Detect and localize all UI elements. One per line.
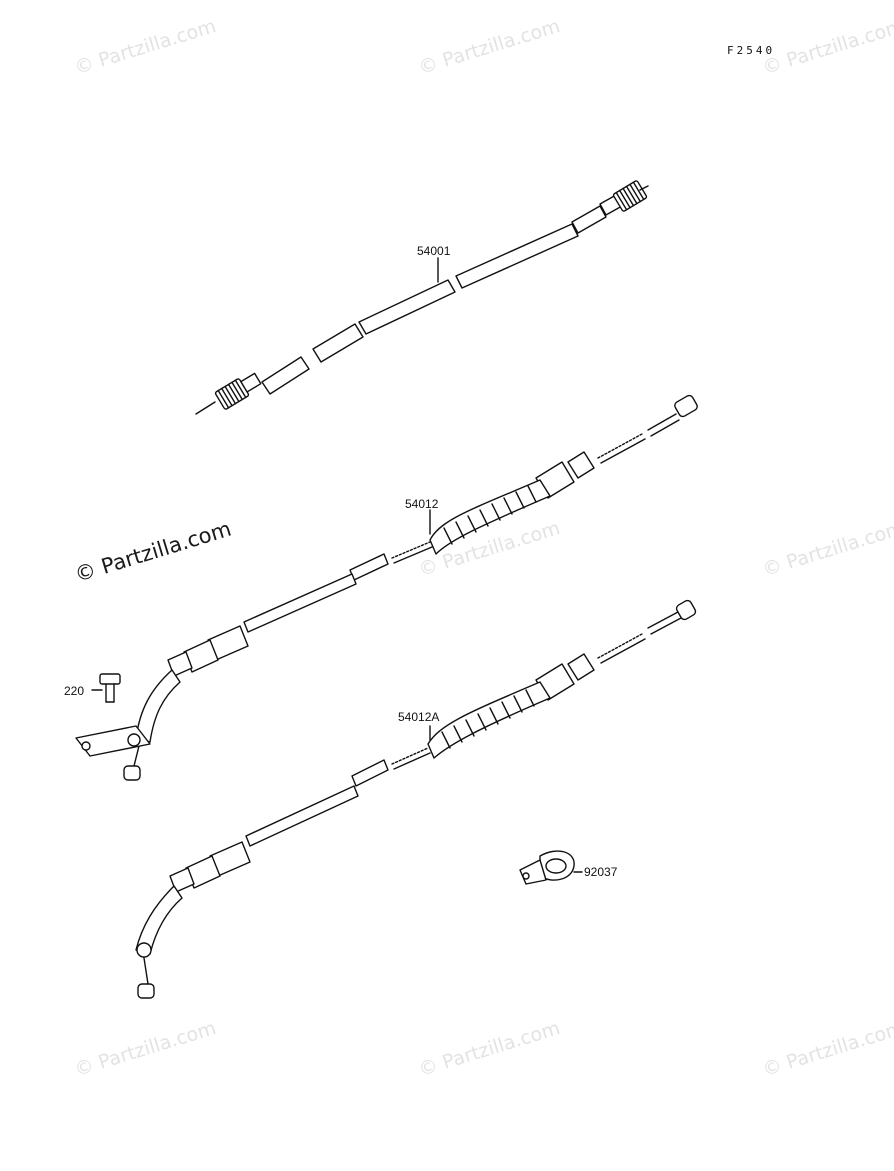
callout-speedometer-cable: 54001 xyxy=(417,244,451,258)
callout-clutch-cable: 54012 xyxy=(405,497,439,511)
callout-bolt: 220 xyxy=(64,684,85,698)
clutch-cable xyxy=(75,394,698,781)
callout-clamp: 92037 xyxy=(584,865,618,879)
diagram-code: F2540 xyxy=(727,44,776,57)
clutch-cable-alt xyxy=(135,599,697,999)
callout-clutch-cable-alt: 54012A xyxy=(398,710,440,724)
clamp xyxy=(519,850,583,885)
speedometer-cable xyxy=(195,180,649,415)
bolt xyxy=(91,673,121,703)
